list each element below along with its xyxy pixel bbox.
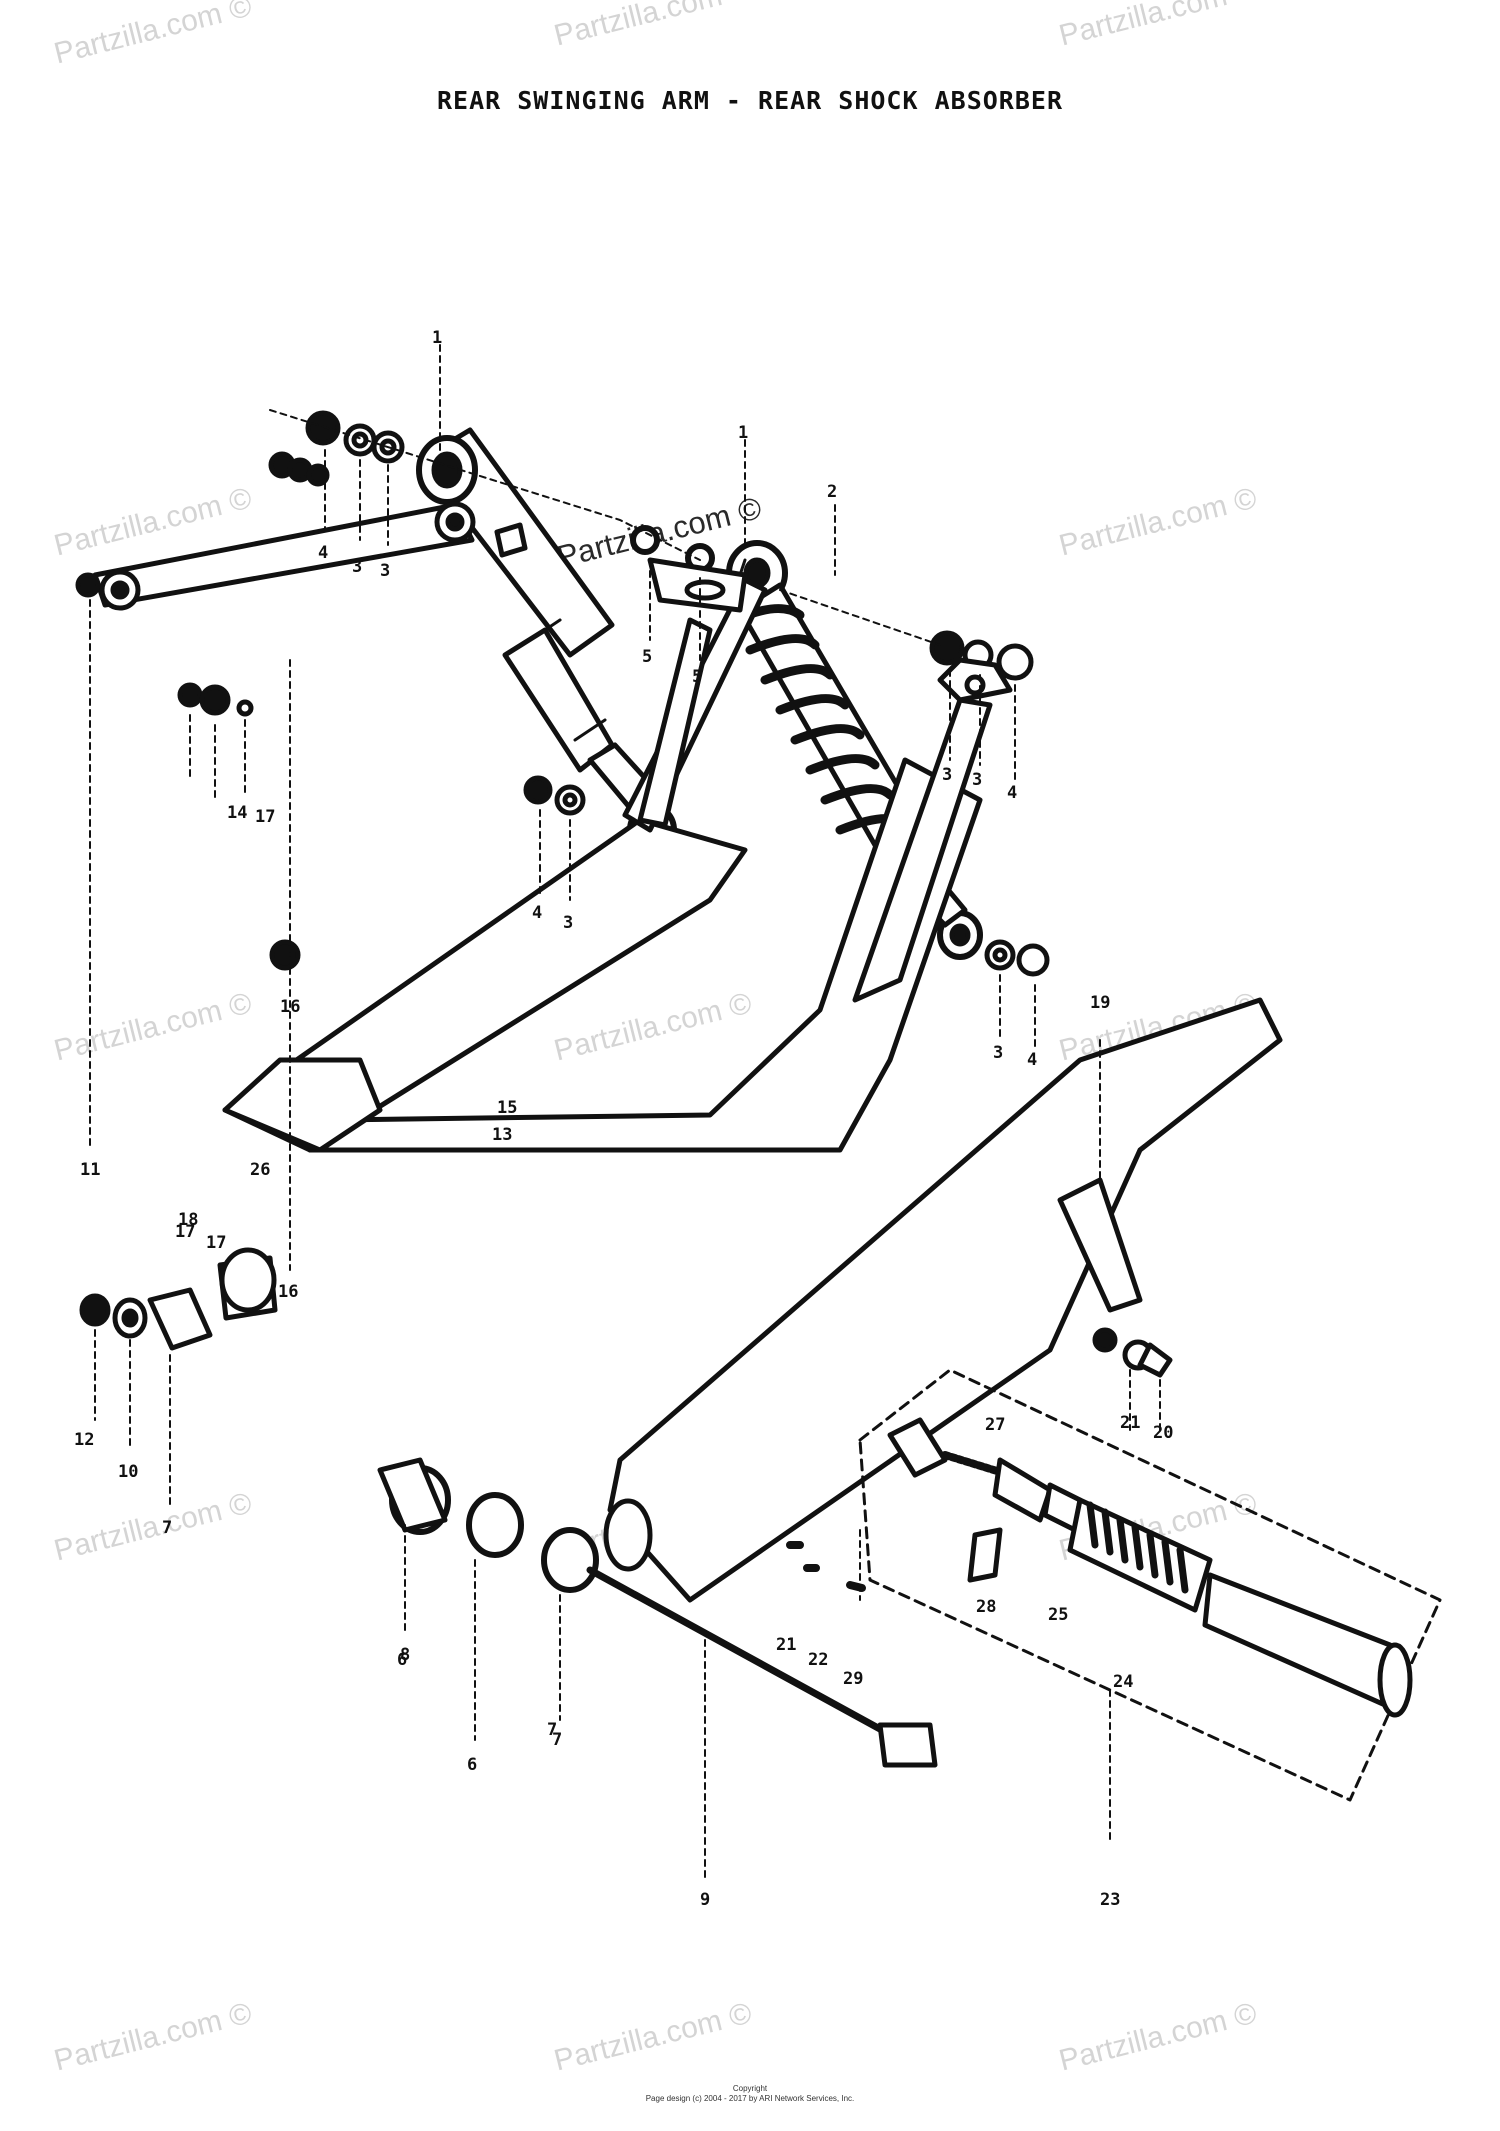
callout-label: 28: [976, 1597, 996, 1617]
callout-label: 3: [972, 770, 982, 790]
chain-adjuster: [786, 1368, 1442, 1802]
callout-label: 7: [162, 1518, 172, 1538]
callout-label: 15: [497, 1098, 517, 1118]
callout-label: 6: [397, 1650, 407, 1670]
callout-labels: 1 1 2 3 3 3 3 3 3 4 4 4 4 5 5 6 6 7 7 7 …: [74, 328, 1173, 1910]
callout-label: 1: [738, 423, 748, 443]
callout-label: 4: [532, 903, 542, 923]
callout-label: 16: [278, 1282, 298, 1302]
callout-label: 27: [985, 1415, 1005, 1435]
callout-label: 3: [563, 913, 573, 933]
callout-label: 3: [942, 765, 952, 785]
shock-hardware: [305, 410, 1050, 977]
footer-copyright: Copyright: [732, 2084, 768, 2093]
callout-label: 9: [700, 1890, 710, 1910]
callout-label: 7: [547, 1720, 557, 1740]
callout-label: 25: [1048, 1605, 1068, 1625]
callout-label: 5: [692, 667, 702, 687]
callout-label: 4: [1027, 1050, 1037, 1070]
callout-label: 23: [1100, 1890, 1120, 1910]
callout-label: 1: [432, 328, 442, 348]
callout-label: 14: [227, 803, 247, 823]
callout-label: 17: [175, 1222, 195, 1242]
pivot-shaft: [586, 1566, 938, 1768]
callout-label: 6: [467, 1755, 477, 1775]
swinging-arm: [222, 557, 1013, 1153]
callout-label: 17: [206, 1233, 226, 1253]
callout-label: 19: [1090, 993, 1110, 1013]
callout-label: 8: [400, 1645, 410, 1665]
leader-lines: [89, 344, 1161, 1881]
chain-case: [603, 997, 1283, 1603]
callout-label: 12: [74, 1430, 94, 1450]
callout-label: 3: [380, 561, 390, 581]
callout-label: 18: [178, 1210, 198, 1230]
pivot-bushings: [79, 1247, 599, 1593]
callout-label: 10: [118, 1462, 138, 1482]
callout-label: 16: [280, 997, 300, 1017]
callout-label: 21: [776, 1635, 796, 1655]
callout-label: 22: [808, 1650, 828, 1670]
callout-label: 11: [80, 1160, 100, 1180]
callout-label: 4: [318, 543, 328, 563]
callout-label: 4: [1007, 783, 1017, 803]
callout-label: 3: [993, 1043, 1003, 1063]
callout-label: 20: [1153, 1423, 1173, 1443]
callout-label: 2: [827, 482, 837, 502]
callout-label: 26: [250, 1160, 270, 1180]
callout-label: 5: [642, 647, 652, 667]
callout-label: 21: [1120, 1413, 1140, 1433]
callout-label: 29: [843, 1669, 863, 1689]
callout-label: 7: [552, 1730, 562, 1750]
callout-label: 24: [1113, 1672, 1133, 1692]
callout-label: 13: [492, 1125, 512, 1145]
callout-label: 3: [352, 557, 362, 577]
callout-label: 17: [255, 807, 275, 827]
diagram-title: REAR SWINGING ARM - REAR SHOCK ABSORBER: [437, 86, 1063, 115]
footer-design-credit: Page design (c) 2004 - 2017 by ARI Netwo…: [645, 2094, 855, 2103]
torque-link: [75, 451, 528, 971]
